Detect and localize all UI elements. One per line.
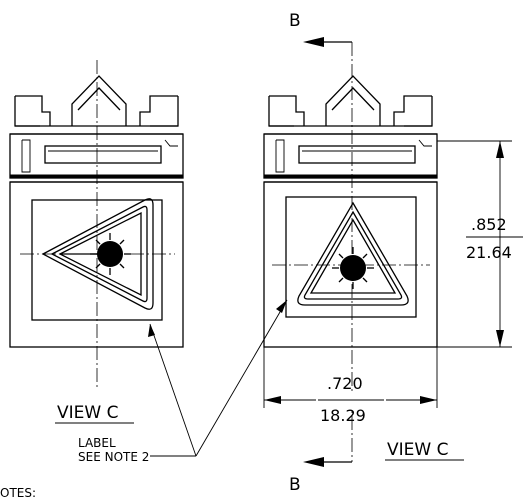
right-label-area — [285, 196, 417, 318]
view-caption-right: VIEW C — [387, 440, 448, 460]
section-label-bottom: B — [289, 475, 301, 495]
callout-line-2: SEE NOTE 2 — [78, 450, 149, 464]
height-dimension-mm: 21.64 — [466, 243, 512, 262]
width-dimension-mm: 18.29 — [320, 406, 366, 425]
left-connector — [10, 75, 183, 135]
width-dimension-inches: .720 — [327, 374, 363, 393]
right-upper-body — [263, 133, 438, 179]
right-connector — [264, 75, 437, 135]
right-view — [263, 42, 438, 462]
height-dimension-inches: .852 — [471, 215, 507, 234]
height-dimension — [437, 140, 523, 348]
left-upper-body — [9, 133, 184, 179]
notes-heading: OTES: — [0, 486, 36, 500]
left-lower-body — [9, 181, 184, 348]
left-slot — [44, 145, 162, 164]
callout-leaders — [148, 299, 288, 457]
view-caption-left: VIEW C — [57, 403, 118, 423]
section-label-top: B — [289, 11, 301, 31]
right-lower-body — [263, 181, 438, 348]
section-marker-bottom — [303, 457, 352, 467]
right-slot — [298, 145, 416, 164]
right-laser-warning-icon — [297, 201, 409, 306]
left-view — [9, 60, 184, 390]
callout-line-1: LABEL — [78, 436, 116, 450]
section-marker-top — [303, 37, 352, 47]
